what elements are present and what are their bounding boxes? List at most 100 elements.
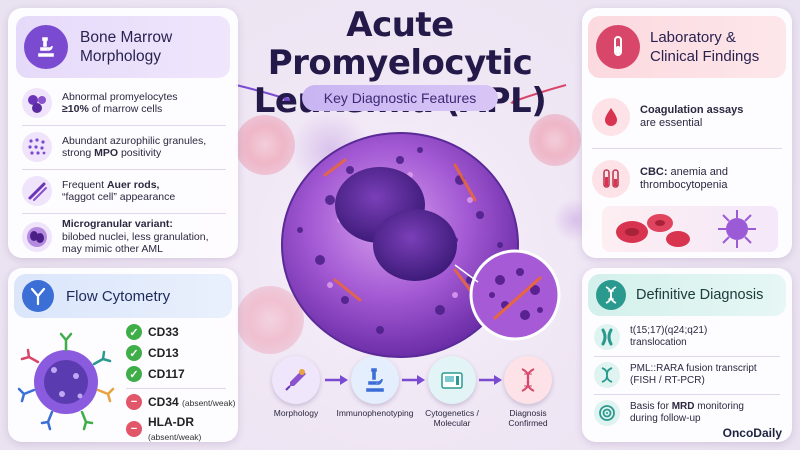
marker-cd34-note: (absent/weak)	[182, 398, 236, 408]
bm-item-2-line2pre: strong	[62, 147, 95, 159]
marker-cd33: ✓ CD33	[126, 324, 179, 340]
microscope-icon	[351, 356, 399, 404]
bone-marrow-panel: Bone Marrow Morphology Abnormal promyelo…	[8, 8, 238, 258]
chromosome-icon	[594, 324, 620, 350]
bm-item-1-bold: ≥10%	[62, 103, 89, 115]
workflow-label-diagnosis: Diagnosis Confirmed	[508, 408, 548, 428]
microscope-icon	[24, 25, 68, 69]
workflow-step-immunophenotyping: Immunophenotyping	[332, 356, 418, 418]
antibody-icon	[22, 280, 54, 312]
target-icon	[594, 400, 620, 426]
marker-cd13-label: CD13	[148, 346, 179, 360]
pipette-icon	[272, 356, 320, 404]
flow-cytometry-panel: Flow Cytometry ✓ CD33 ✓ CD13 ✓ CD117	[8, 268, 238, 442]
lab-item-2-line2: thrombocytopenia	[640, 179, 728, 191]
dx-item-3-line2: during follow-up	[630, 413, 701, 424]
flow-cytometry-title: Flow Cytometry	[66, 287, 171, 305]
bm-item-1-line1: Abnormal promyelocytes	[62, 90, 178, 103]
bm-item-granules: Abundant azurophilic granules, strong MP…	[22, 132, 206, 162]
lab-item-2-post: anemia and	[667, 166, 729, 178]
bm-item-microgranular: Microgranular variant: bilobed nuclei, l…	[22, 218, 209, 256]
blood-tubes-icon	[592, 160, 630, 198]
granules-icon	[22, 132, 52, 162]
definitive-diagnosis-title: Definitive Diagnosis	[636, 287, 764, 303]
dx-item-2-line1: PML::RARA fusion transcript	[630, 363, 757, 374]
marker-cd34-label: CD34	[148, 395, 179, 409]
dx-item-mrd: Basis for MRD monitoring during follow-u…	[594, 400, 744, 426]
dx-item-1-line1: t(15;17)(q24;q21)	[630, 325, 708, 336]
page-subtitle: Key Diagnostic Features	[302, 85, 498, 111]
dx-item-1-line2: translocation	[630, 337, 687, 348]
bm-item-4-bold: Microgranular variant:	[62, 218, 173, 230]
workflow-label-cytogenetics: Cytogenetics / Molecular	[425, 408, 479, 428]
marker-hla-dr-note: (absent/weak)	[148, 432, 202, 442]
bm-item-3-line2: “faggot cell” appearance	[62, 191, 176, 203]
bone-marrow-title-line2: Morphology	[80, 48, 161, 65]
marker-hla-dr: − HLA-DR (absent/weak)	[126, 415, 238, 443]
bm-item-auer-rods: Frequent Auer rods, “faggot cell” appear…	[22, 176, 175, 206]
workflow-step-cytogenetics: Cytogenetics / Molecular	[410, 356, 494, 428]
dna-strand-icon	[594, 362, 620, 388]
dx-item-fusion: PML::RARA fusion transcript (FISH / RT-P…	[594, 362, 757, 388]
test-tube-icon	[596, 25, 640, 69]
dna-icon	[504, 356, 552, 404]
workflow-step-morphology: Morphology	[256, 356, 336, 418]
lab-findings-heading: Laboratory & Clinical Findings	[588, 16, 786, 78]
cells-icon	[22, 88, 52, 118]
marker-cd13: ✓ CD13	[126, 345, 179, 361]
lab-instrument-icon	[428, 356, 476, 404]
auer-rod-icon	[22, 176, 52, 206]
bm-item-2-post: positivity	[118, 147, 162, 159]
bm-item-3-pre: Frequent	[62, 178, 107, 191]
dna-icon	[596, 280, 626, 310]
lab-item-1-bold: Coagulation assays	[640, 104, 744, 116]
divider	[22, 169, 226, 170]
bilobed-cell-icon	[22, 221, 52, 252]
divider	[22, 125, 226, 126]
blood-cells-image	[602, 206, 778, 252]
bm-item-1-post: of marrow cells	[88, 103, 163, 115]
marker-hla-dr-label: HLA-DR	[148, 415, 194, 429]
lab-item-cbc: CBC: anemia and thrombocytopenia	[592, 160, 728, 198]
marker-cd34: − CD34 (absent/weak)	[126, 394, 235, 410]
dx-item-3-pre: Basis for	[630, 401, 672, 412]
bm-item-2-line1: Abundant azurophilic granules,	[62, 134, 207, 147]
bone-marrow-heading: Bone Marrow Morphology	[16, 16, 230, 78]
lab-item-coagulation: Coagulation assays are essential	[592, 98, 743, 136]
divider	[22, 213, 226, 214]
workflow-label-immunophenotyping: Immunophenotyping	[336, 408, 414, 418]
lab-title-line2: Clinical Findings	[650, 48, 760, 65]
dx-item-3-post: monitoring	[694, 401, 744, 412]
flow-cytometry-heading: Flow Cytometry	[14, 274, 232, 318]
marker-cd33-label: CD33	[148, 325, 179, 339]
bm-item-promyelocytes: Abnormal promyelocytes ≥10% of marrow ce…	[22, 88, 178, 118]
workflow-label-morphology: Morphology	[273, 408, 319, 418]
brand-logo: OncoDaily	[722, 426, 782, 440]
divider	[126, 388, 226, 389]
dx-item-2-line2: (FISH / RT-PCR)	[630, 375, 705, 386]
check-icon: ✓	[126, 366, 142, 382]
bone-marrow-title-line1: Bone Marrow	[80, 29, 173, 46]
dx-item-3-bold: MRD	[671, 401, 695, 412]
divider	[594, 356, 780, 357]
divider	[592, 148, 782, 149]
minus-icon: −	[126, 421, 142, 437]
bm-item-3-bold: Auer rods,	[106, 178, 160, 191]
marker-cd117-label: CD117	[148, 367, 185, 381]
lab-findings-panel: Laboratory & Clinical Findings Coagulati…	[582, 8, 792, 258]
lab-item-2-bold: CBC:	[640, 166, 668, 178]
check-icon: ✓	[126, 324, 142, 340]
definitive-diagnosis-panel: Definitive Diagnosis t(15;17)(q24;q21) t…	[582, 268, 792, 442]
lab-title-line1: Laboratory &	[650, 29, 736, 46]
blood-drop-icon	[592, 98, 630, 136]
workflow-step-diagnosis: Diagnosis Confirmed	[488, 356, 568, 428]
minus-icon: −	[126, 394, 142, 410]
bm-item-4-line2: bilobed nuclei, less granulation,	[62, 230, 209, 243]
definitive-diagnosis-heading: Definitive Diagnosis	[588, 274, 786, 316]
marker-cd117: ✓ CD117	[126, 366, 185, 382]
check-icon: ✓	[126, 345, 142, 361]
bm-item-2-bold: MPO	[94, 147, 119, 159]
dx-item-translocation: t(15;17)(q24;q21) translocation	[594, 324, 707, 350]
